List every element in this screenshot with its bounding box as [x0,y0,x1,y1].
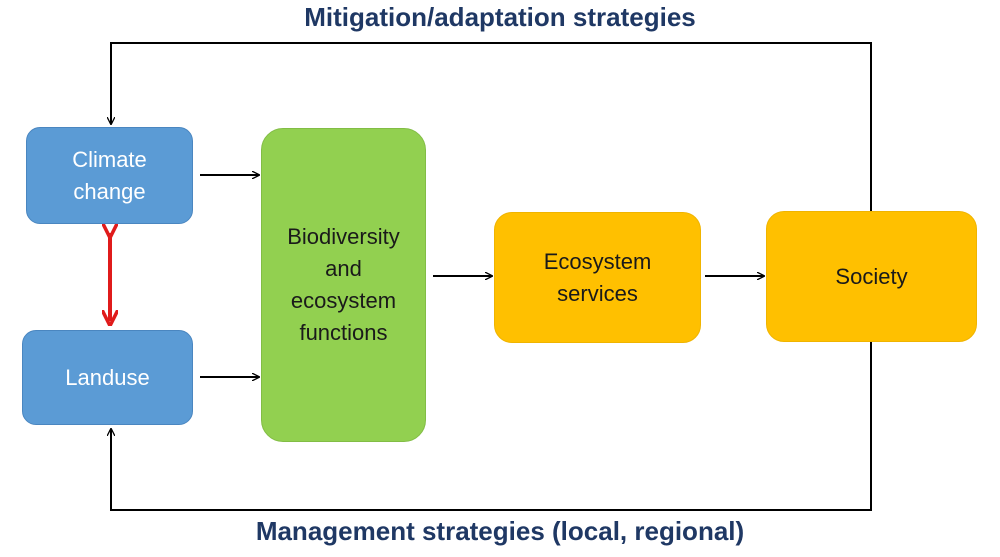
feedback-arrow-top [111,42,872,211]
climate-change-node: Climate change [26,127,193,224]
society-label: Society [835,263,908,289]
biodiversity-label: Biodiversity and ecosystem functions [287,224,400,345]
feedback-arrow-bottom [111,342,872,511]
society-node: Society [766,211,977,342]
ecosystem-services-label: Ecosystem services [543,248,652,306]
top-strategy-title: Mitigation/adaptation strategies [304,2,696,32]
biodiversity-node: Biodiversity and ecosystem functions [261,128,426,442]
landuse-node: Landuse [22,330,193,425]
climate-change-label: Climate change [72,146,147,204]
bottom-strategy-title: Management strategies (local, regional) [255,516,745,546]
ecosystem-services-node: Ecosystem services [494,212,701,343]
landuse-label: Landuse [65,364,150,390]
